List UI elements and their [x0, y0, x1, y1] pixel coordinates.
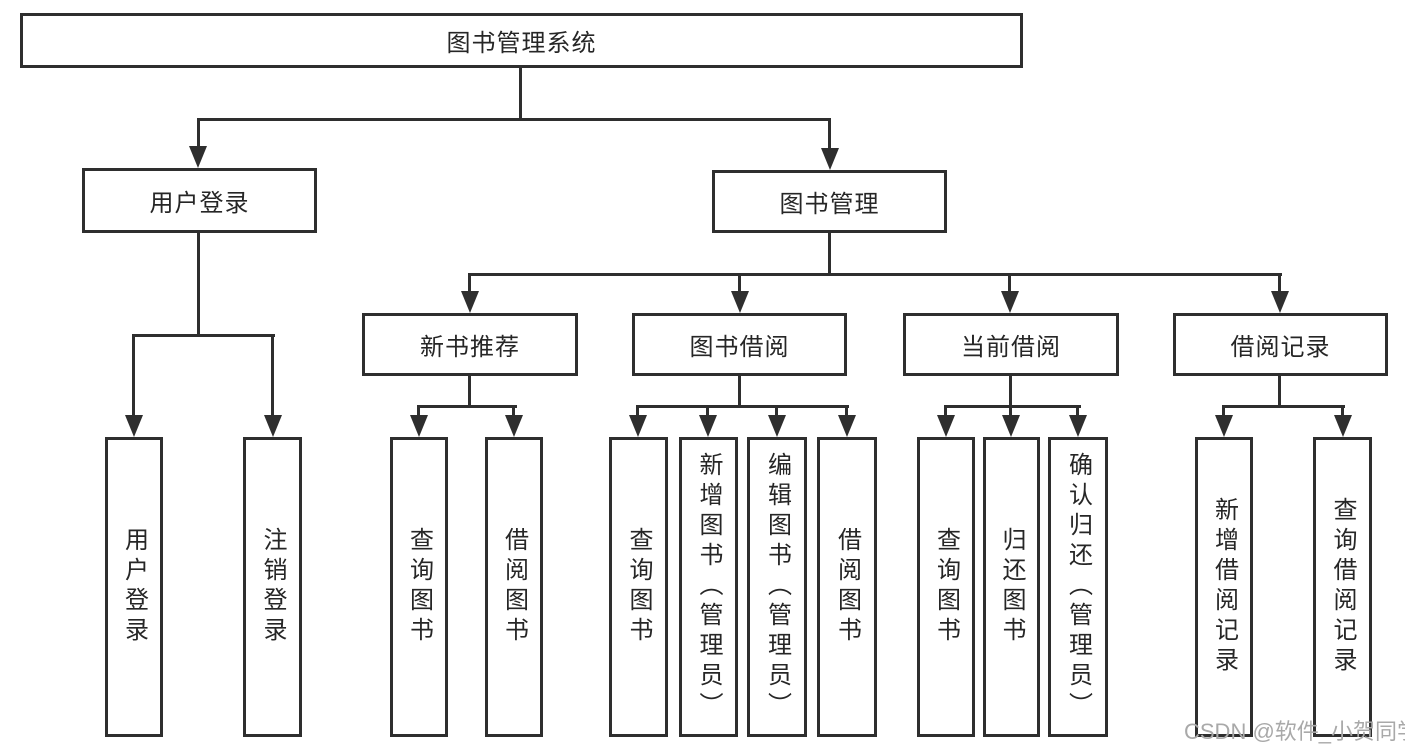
node-label: 用户登录 [120, 527, 148, 647]
node-label: 图书管理系统 [446, 30, 597, 57]
arrow-down-icon [821, 148, 839, 170]
connector-line [738, 376, 741, 407]
connector-line [636, 405, 849, 408]
node-logout: 注销登录 [243, 437, 302, 737]
node-label: 图书管理 [779, 191, 880, 218]
node-cb-confirm-return-admin: 确认归还（管理员） [1048, 437, 1108, 737]
connector-line [132, 337, 135, 417]
node-borrowing-records: 借阅记录 [1173, 313, 1388, 376]
node-label: 借阅图书 [833, 527, 861, 647]
node-label: 查询图书 [625, 527, 652, 647]
node-label: 借阅图书 [500, 527, 528, 647]
connector-line [417, 405, 517, 408]
node-rec-query-book: 查询图书 [390, 437, 448, 737]
arrow-down-icon [1215, 415, 1233, 437]
connector-line [512, 408, 515, 417]
connector-line [828, 121, 831, 150]
node-bb-query-book: 查询图书 [609, 437, 668, 737]
arrow-down-icon [937, 415, 955, 437]
arrow-down-icon [699, 415, 717, 437]
node-label: 归还图书 [998, 527, 1025, 647]
connector-line [845, 408, 848, 417]
arrow-down-icon [505, 415, 523, 437]
connector-line [1222, 405, 1345, 408]
node-label: 用户登录 [149, 190, 250, 217]
node-label: 新增借阅记录 [1210, 497, 1238, 677]
arrow-down-icon [1001, 291, 1019, 313]
node-user-login: 用户登录 [105, 437, 163, 737]
arrow-down-icon [838, 415, 856, 437]
arrow-down-icon [189, 146, 207, 168]
node-label: 注销登录 [259, 527, 286, 647]
arrow-down-icon [1002, 415, 1020, 437]
connector-line [417, 408, 420, 417]
node-label: 当前借阅 [961, 334, 1061, 361]
node-cb-query-book: 查询图书 [917, 437, 975, 737]
connector-line [468, 276, 471, 293]
connector-line [828, 233, 831, 275]
node-bb-add-book-admin: 新增图书（管理员） [679, 437, 738, 737]
node-label: 图书借阅 [689, 334, 790, 361]
node-cb-return-book: 归还图书 [983, 437, 1040, 737]
connector-line [468, 273, 1282, 276]
node-label: 查询图书 [932, 527, 960, 647]
node-user-login-module: 用户登录 [82, 168, 317, 233]
arrow-down-icon [1271, 291, 1289, 313]
connector-line [775, 408, 778, 417]
connector-line [197, 233, 200, 336]
arrow-down-icon [1069, 415, 1087, 437]
connector-line [738, 276, 741, 293]
arrow-down-icon [410, 415, 428, 437]
node-label: 查询图书 [405, 527, 433, 647]
connector-line [1278, 376, 1281, 407]
connector-line [706, 408, 709, 417]
connector-line [1009, 408, 1012, 417]
node-label: 新书推荐 [420, 334, 520, 361]
arrow-down-icon [768, 415, 786, 437]
connector-line [944, 408, 947, 417]
node-book-management: 图书管理 [712, 170, 947, 233]
connector-line [197, 118, 831, 121]
node-current-borrowing: 当前借阅 [903, 313, 1119, 376]
node-bb-borrow-book: 借阅图书 [817, 437, 877, 737]
arrow-down-icon [125, 415, 143, 437]
connector-line [636, 408, 639, 417]
node-label: 新增图书（管理员） [695, 452, 722, 722]
arrow-down-icon [461, 291, 479, 313]
connector-line [132, 334, 275, 337]
connector-line [1008, 276, 1011, 293]
node-bb-edit-book-admin: 编辑图书（管理员） [747, 437, 807, 737]
node-label: 借阅记录 [1230, 334, 1331, 361]
arrow-down-icon [629, 415, 647, 437]
node-br-add-record: 新增借阅记录 [1195, 437, 1253, 737]
node-label: 查询借阅记录 [1329, 497, 1356, 677]
node-book-borrowing: 图书借阅 [632, 313, 847, 376]
connector-line [1341, 408, 1344, 417]
connector-line [944, 405, 1081, 408]
node-library-management-system: 图书管理系统 [20, 13, 1023, 68]
connector-line [1076, 408, 1079, 417]
arrow-down-icon [264, 415, 282, 437]
connector-line [1009, 376, 1012, 407]
node-label: 编辑图书（管理员） [763, 452, 791, 722]
connector-line [1278, 276, 1281, 293]
node-rec-borrow-book: 借阅图书 [485, 437, 543, 737]
arrow-down-icon [731, 291, 749, 313]
connector-line [1222, 408, 1225, 417]
connector-line [271, 337, 274, 417]
connector-line [197, 121, 200, 148]
node-label: 确认归还（管理员） [1064, 452, 1092, 722]
connector-line [519, 68, 522, 120]
connector-line [468, 376, 471, 407]
node-br-query-record: 查询借阅记录 [1313, 437, 1372, 737]
arrow-down-icon [1334, 415, 1352, 437]
node-new-book-recommend: 新书推荐 [362, 313, 578, 376]
csdn-watermark: CSDN @软件_小贺同学 [1184, 719, 1405, 744]
